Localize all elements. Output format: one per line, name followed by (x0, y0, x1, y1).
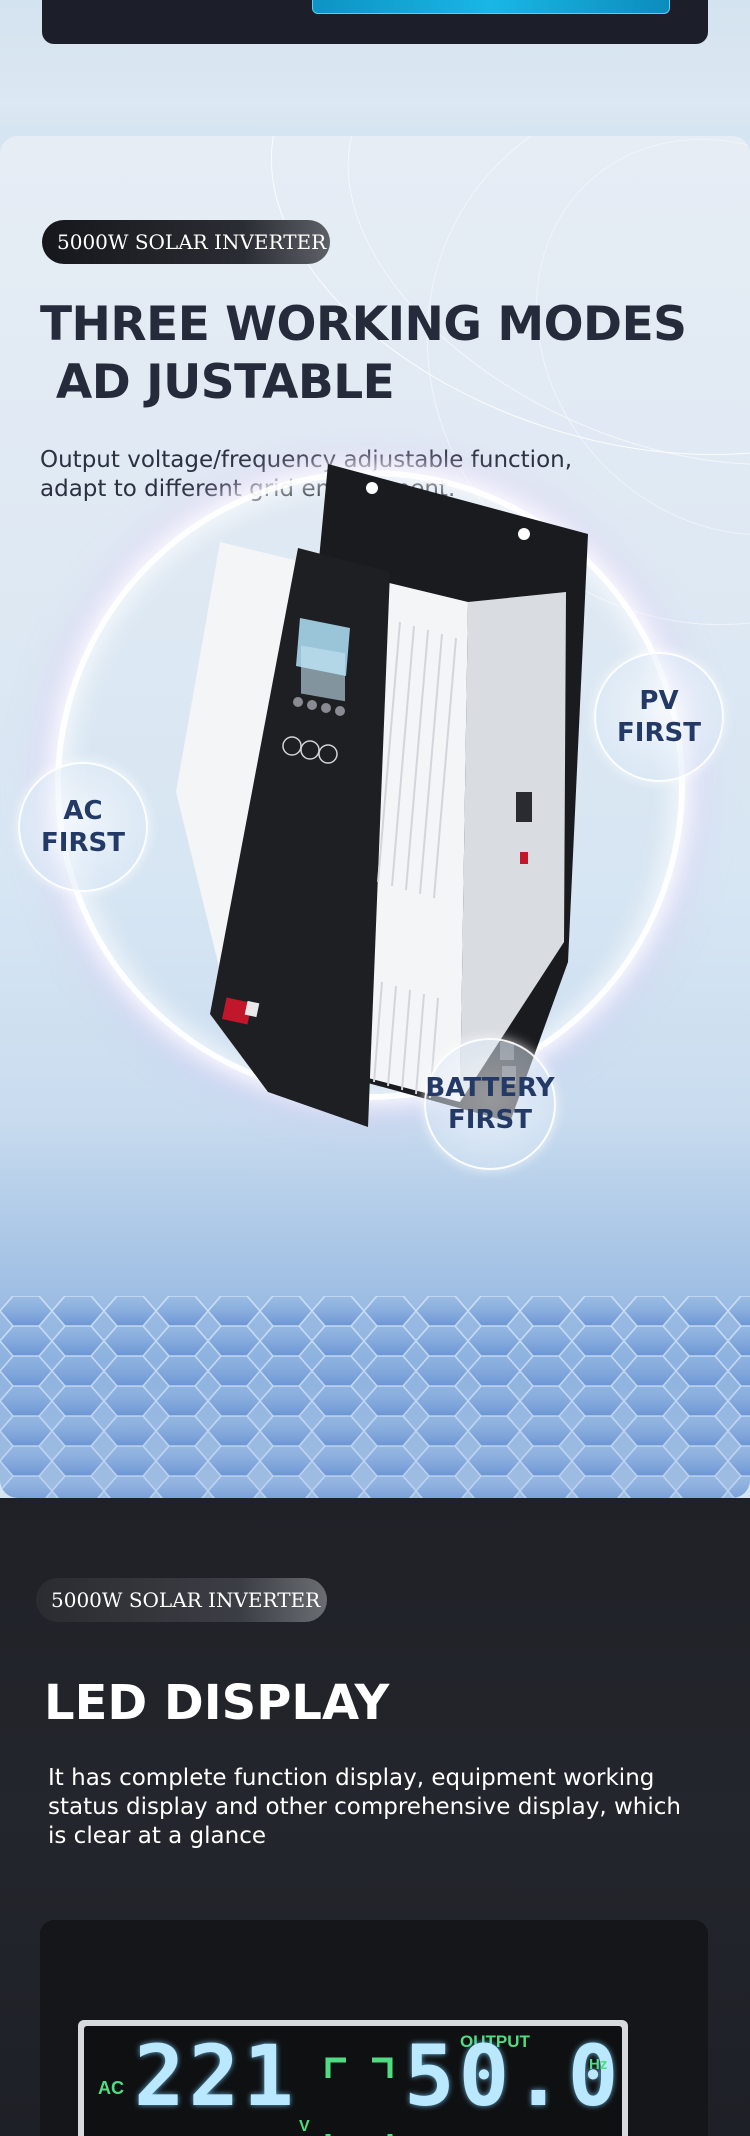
section-title: LED DISPLAY (44, 1675, 390, 1731)
product-badge: 5000W SOLAR INVERTER (36, 1578, 327, 1622)
lcd-voltage-value: 221 (134, 2027, 298, 2125)
lcd-screen: AC 221 V OUTPUT 50.0 Hz (78, 2020, 628, 2136)
section-description-line-3: is clear at a glance (48, 1823, 267, 1849)
lcd-ac-label: AC (98, 2078, 124, 2098)
section-title: THREE WORKING MODES AD JUSTABLE (40, 296, 687, 412)
lcd-frequency-value: 50.0 (404, 2027, 622, 2125)
lcd-frequency-unit: Hz (589, 2056, 608, 2073)
section-description-line-1: It has complete function display, equipm… (48, 1765, 655, 1791)
lcd-voltage-unit: V (299, 2118, 310, 2135)
section-description: It has complete function display, equipm… (48, 1764, 708, 1851)
lcd-bracket-icon (325, 2057, 393, 2136)
lcd-output-label: OUTPUT (460, 2032, 530, 2051)
previous-section-card (42, 0, 708, 44)
section-title-line-1: THREE WORKING MODES (40, 297, 687, 352)
honeycomb-floor (0, 1296, 750, 1498)
mode-pv-first-label: PV FIRST (617, 686, 701, 748)
mode-battery-first-label-line-2: FIRST (448, 1105, 532, 1135)
led-display-section: 5000W SOLAR INVERTER LED DISPLAY It has … (0, 1498, 750, 2136)
mode-ac-first-label: AC FIRST (41, 796, 125, 858)
section-description-line-1: Output voltage/frequency adjustable func… (40, 447, 573, 473)
mode-ac-first: AC FIRST (18, 762, 148, 892)
previous-section-accent-bar (312, 0, 670, 14)
product-badge: 5000W SOLAR INVERTER (42, 220, 330, 264)
mode-pv-first: PV FIRST (594, 652, 724, 782)
section-description-line-2: status display and other comprehensive d… (48, 1794, 681, 1820)
inverter-device-image (176, 464, 588, 1127)
section-title-line-2: AD JUSTABLE (40, 355, 395, 410)
mode-battery-first: BATTERY FIRST (424, 1038, 556, 1170)
lcd-screen-inner: AC 221 V OUTPUT 50.0 Hz (84, 2026, 622, 2136)
mode-battery-first-label-line-1: BATTERY (425, 1073, 555, 1103)
